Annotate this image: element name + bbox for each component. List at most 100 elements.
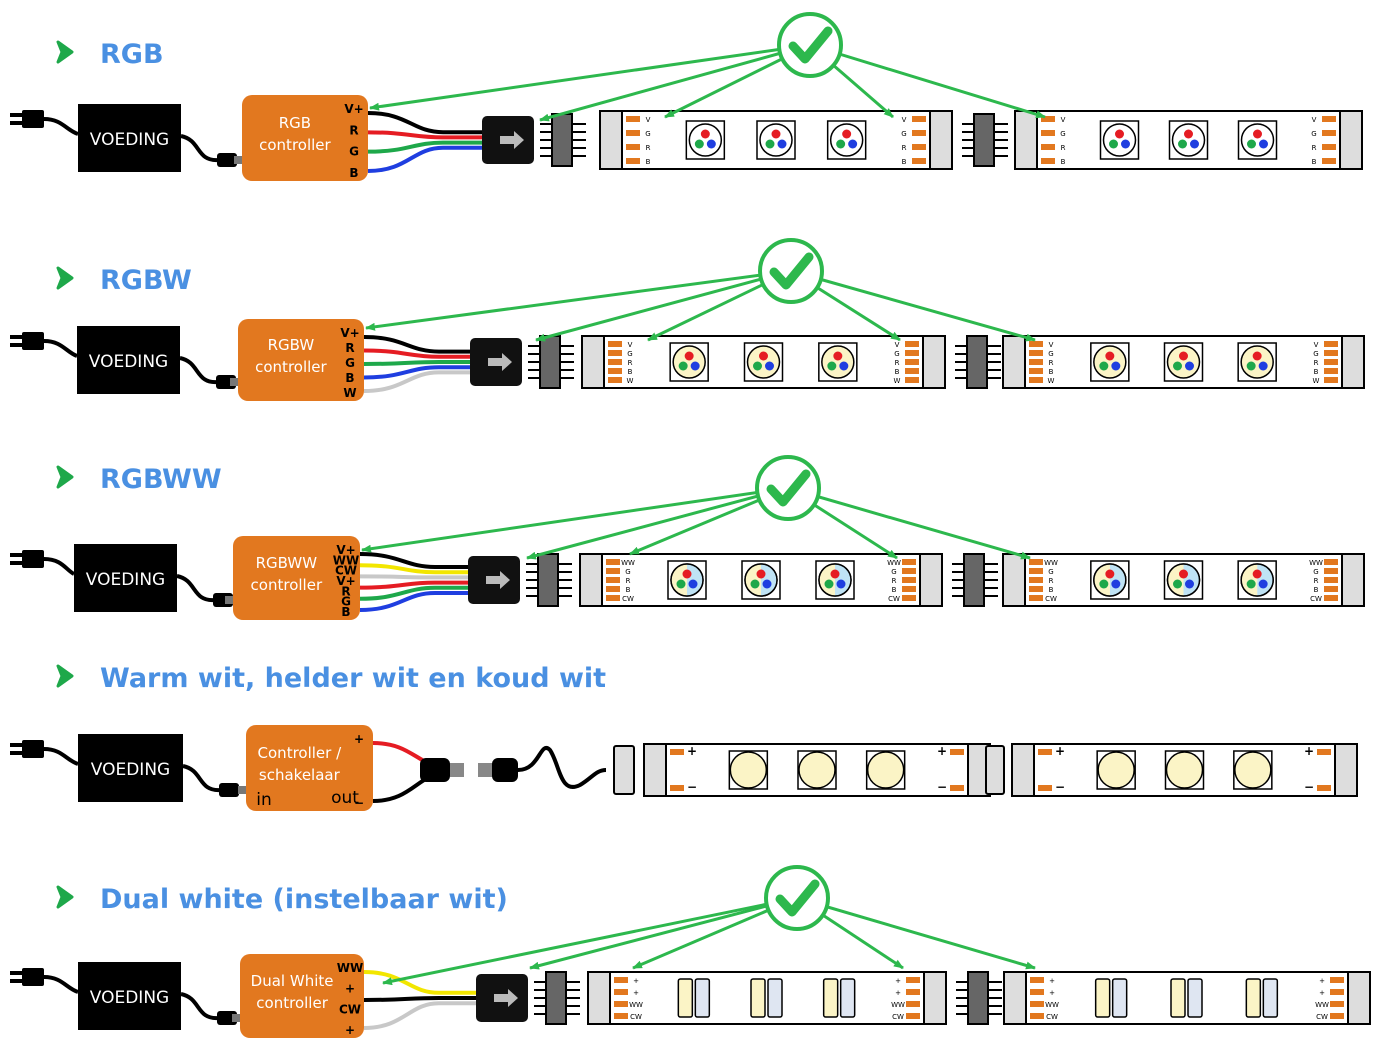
strip-pin-label: WW (621, 559, 635, 567)
controller-box (240, 954, 364, 1038)
blue-diode (1111, 579, 1121, 589)
led-chip (1164, 750, 1205, 790)
controller-pin-label: WW (333, 553, 359, 567)
led-chip (756, 120, 796, 160)
pin-header (956, 971, 1002, 1025)
arrow-right-icon (500, 131, 524, 149)
warm-white-led (750, 978, 766, 1018)
led-chip (1170, 978, 1203, 1018)
strip-pin-label: W (1313, 377, 1320, 385)
strip-end-cap (929, 110, 953, 170)
led-chip (826, 120, 867, 160)
controller-pin-label: R (349, 123, 358, 137)
solder-pad (906, 977, 920, 983)
solder-pad (1324, 341, 1338, 347)
controller-label: controller (259, 136, 331, 154)
strip-pin-label: G (891, 568, 896, 576)
solder-pad (1030, 989, 1044, 995)
section-title: RGBW (100, 265, 192, 296)
red-diode (1105, 351, 1115, 361)
led-chip (1237, 342, 1277, 382)
solder-pad (1322, 144, 1336, 150)
strip-pin-label: G (1048, 568, 1053, 576)
strip-pin-label: B (1061, 158, 1066, 166)
solder-pad (912, 158, 926, 164)
strip-pin-label: CW (892, 1013, 904, 1021)
led-chip (743, 342, 784, 382)
led-chip (865, 750, 906, 790)
controller-pin-label: CW (339, 1002, 361, 1016)
controller-pin-label: W (343, 386, 356, 400)
solder-pad (1041, 144, 1055, 150)
solder-pad (670, 749, 684, 755)
checkmark-circle (758, 238, 824, 304)
strip-end-cap (599, 110, 623, 170)
section-title: Warm wit, helder wit en koud wit (100, 663, 606, 694)
strip-pin-label: + (937, 744, 947, 758)
pin-header (955, 335, 1001, 389)
barrel-plug (420, 758, 450, 782)
strip-pin-label: V (646, 116, 651, 124)
strip-end-cap (1003, 971, 1027, 1025)
red-diode (1252, 569, 1262, 579)
solder-pad (902, 577, 916, 583)
wire-black (367, 111, 482, 135)
solder-pad (626, 116, 640, 122)
wire-green (367, 140, 482, 154)
led-chip (1168, 120, 1209, 160)
solder-pad (1330, 977, 1344, 983)
solder-pad (1030, 1013, 1044, 1019)
strip-pin-label: − (937, 780, 947, 794)
controller-label: Dual White (251, 972, 334, 990)
controller-box (233, 536, 360, 620)
solder-pad (614, 1001, 628, 1007)
controller-label: Controller / (258, 744, 343, 762)
green-diode (765, 139, 775, 149)
strip-end-cap (1334, 743, 1358, 797)
strip-pin-label: − (1304, 780, 1314, 794)
led-chip (667, 560, 707, 600)
green-diode (824, 579, 834, 589)
strip-end-cap (1339, 110, 1363, 170)
solder-pad (906, 1013, 920, 1019)
wire-red (359, 580, 468, 590)
strip-pin-label: G (1313, 350, 1318, 358)
strip-pin-label: + (1319, 989, 1325, 997)
solder-pad (1330, 989, 1344, 995)
strip-pin-label: V (1312, 116, 1317, 124)
red-diode (842, 129, 852, 139)
red-diode (1184, 129, 1193, 139)
dc-plug-tip (232, 1014, 242, 1022)
controller-label: RGBWW (256, 554, 318, 572)
strip-pin-label: + (1055, 744, 1065, 758)
strip-end-cap (579, 553, 603, 607)
strip-pin-label: CW (888, 595, 900, 603)
green-diode (1178, 139, 1187, 149)
controller-pin-label: + (345, 982, 355, 996)
solder-pad (1030, 1001, 1044, 1007)
green-diode (1099, 361, 1109, 371)
strip-pin-label: WW (891, 1001, 905, 1009)
compatibility-arrow (787, 486, 1031, 560)
section-title: RGBWW (100, 464, 222, 495)
controller-pin-label: G (345, 356, 355, 370)
blue-diode (1258, 361, 1268, 371)
blue-diode (690, 361, 700, 371)
checkmark-circle (764, 865, 830, 931)
wire-white (363, 1001, 476, 1030)
strip-end-cap (922, 335, 946, 389)
power-plug-icon (10, 550, 76, 576)
green-diode (753, 361, 762, 371)
warm-white-led (1245, 978, 1262, 1018)
led-chip (822, 978, 856, 1018)
strip-pin-label: + (633, 977, 639, 985)
cold-white-led (694, 978, 711, 1018)
power-supply-box (74, 544, 177, 612)
green-diode (1109, 139, 1118, 149)
power-supply-box (78, 734, 183, 802)
green-diode (750, 579, 760, 589)
strip-pin-label: V (902, 116, 907, 124)
